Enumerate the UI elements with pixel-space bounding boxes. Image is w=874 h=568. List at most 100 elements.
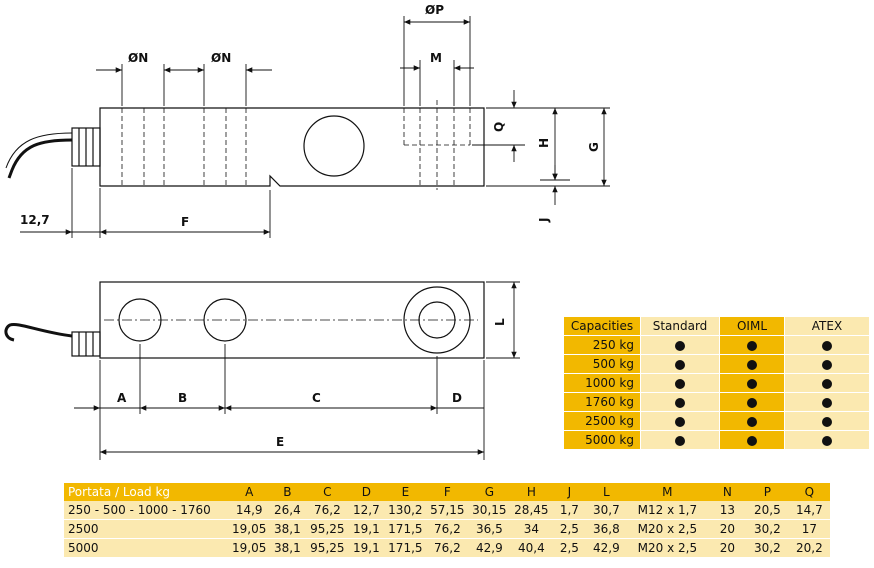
oiml-cell xyxy=(719,411,785,431)
dimension-cell: 38,1 xyxy=(268,538,307,557)
dimension-cell: 12,7 xyxy=(348,501,385,520)
label-d: D xyxy=(452,391,462,405)
dimension-cell: 26,4 xyxy=(268,501,307,520)
dimension-cell: M20 x 2,5 xyxy=(626,519,709,539)
load-cell: 5000 xyxy=(64,538,230,557)
dimension-cell: 171,5 xyxy=(384,519,427,539)
dimension-cell: 30,2 xyxy=(746,519,789,539)
oiml-cell xyxy=(719,335,785,355)
dimensions-header-cell: C xyxy=(306,483,349,501)
dimension-cell: 2,5 xyxy=(552,519,587,539)
standard-cell xyxy=(640,373,720,393)
table-row: 500 kg xyxy=(563,354,870,374)
filled-circle-icon xyxy=(822,435,832,446)
oiml-cell xyxy=(719,392,785,412)
label-m: M xyxy=(430,51,442,65)
cable-side xyxy=(7,138,73,179)
dimension-cell: 14,7 xyxy=(788,501,831,520)
capacities-header-atex: ATEX xyxy=(784,316,870,336)
capacity-label: 1760 kg xyxy=(563,392,641,412)
oiml-cell xyxy=(719,354,785,374)
label-h: H xyxy=(537,138,551,148)
dimensions-header-cell: L xyxy=(586,483,627,501)
dimension-cell: 36,5 xyxy=(468,519,511,539)
dimensions-header-cell: F xyxy=(426,483,469,501)
dimension-cell: 42,9 xyxy=(468,538,511,557)
capacity-label: 5000 kg xyxy=(563,430,641,450)
load-cell-drawing: ØP M ØN ØN Q H G J F 12,7 L A B C D E xyxy=(4,3,610,460)
load-hole-side xyxy=(303,115,365,177)
filled-circle-icon xyxy=(675,416,685,427)
dimensions-header-cell: D xyxy=(348,483,385,501)
label-phi-n-1: ØN xyxy=(128,51,148,65)
dimension-cell: 28,45 xyxy=(510,501,553,520)
dimensions-header-cell: H xyxy=(510,483,553,501)
label-f: F xyxy=(181,215,189,229)
dimension-cell: 13 xyxy=(708,501,747,520)
capacity-label: 500 kg xyxy=(563,354,641,374)
dimensions-header-cell: E xyxy=(384,483,427,501)
dimension-cell: 76,2 xyxy=(306,501,349,520)
dimension-cell: 40,4 xyxy=(510,538,553,557)
atex-cell xyxy=(784,392,870,412)
cable-top xyxy=(4,322,73,342)
dimension-cell: 20,5 xyxy=(746,501,789,520)
capacities-header-standard: Standard xyxy=(640,316,720,336)
dimension-cell: 171,5 xyxy=(384,538,427,557)
dimension-cell: 130,2 xyxy=(384,501,427,520)
capacities-header-oiml: OIML xyxy=(719,316,785,336)
dimension-cell: 57,15 xyxy=(426,501,469,520)
load-cell-body-top xyxy=(99,281,485,359)
top-view xyxy=(4,281,485,359)
filled-circle-icon xyxy=(822,416,832,427)
standard-cell xyxy=(640,335,720,355)
capacity-label: 250 kg xyxy=(563,335,641,355)
table-row: 1760 kg xyxy=(563,392,870,412)
dimensions-header-cell: B xyxy=(268,483,307,501)
filled-circle-icon xyxy=(675,378,685,389)
capacities-table: Capacities Standard OIML ATEX 250 kg 500… xyxy=(563,316,870,450)
standard-cell xyxy=(640,354,720,374)
label-phi-n-2: ØN xyxy=(211,51,231,65)
atex-cell xyxy=(784,354,870,374)
dimension-cell: 30,15 xyxy=(468,501,511,520)
atex-cell xyxy=(784,411,870,431)
filled-circle-icon xyxy=(822,359,832,370)
dimension-cell: 95,25 xyxy=(306,538,349,557)
side-view xyxy=(5,100,485,190)
dimension-cell: 17 xyxy=(788,519,831,539)
filled-circle-icon xyxy=(675,340,685,351)
capacities-header: Capacities Standard OIML ATEX xyxy=(563,316,870,336)
dimension-cell: 19,05 xyxy=(230,538,269,557)
dimension-cell: 2,5 xyxy=(552,538,587,557)
dimension-cell: 20 xyxy=(708,519,747,539)
dimension-cell: 20,2 xyxy=(788,538,831,557)
dimensions-header-cell: Q xyxy=(788,483,831,501)
filled-circle-icon xyxy=(822,397,832,408)
side-dimensions xyxy=(20,16,610,238)
dimensions-header-cell: J xyxy=(552,483,587,501)
dimensions-header: Portata / Load kg A B C D E F G H J L M … xyxy=(64,483,831,501)
filled-circle-icon xyxy=(747,416,757,427)
filled-circle-icon xyxy=(747,397,757,408)
dimension-cell: 30,2 xyxy=(746,538,789,557)
dimensions-header-cell: A xyxy=(230,483,269,501)
dimension-cell: 14,9 xyxy=(230,501,269,520)
dimension-cell: M20 x 2,5 xyxy=(626,538,709,557)
dimension-cell: 42,9 xyxy=(586,538,627,557)
dimensions-table: Portata / Load kg A B C D E F G H J L M … xyxy=(64,483,831,557)
dimensions-header-load: Portata / Load kg xyxy=(64,483,230,501)
dimension-cell: 19,1 xyxy=(348,538,385,557)
dimensions-header-cell: P xyxy=(746,483,789,501)
standard-cell xyxy=(640,411,720,431)
standard-cell xyxy=(640,430,720,450)
table-row: 5000 19,05 38,1 95,25 19,1 171,5 76,2 42… xyxy=(64,538,831,557)
dimension-cell: 19,1 xyxy=(348,519,385,539)
filled-circle-icon xyxy=(675,435,685,446)
label-j: J xyxy=(537,218,551,223)
standard-cell xyxy=(640,392,720,412)
oiml-cell xyxy=(719,430,785,450)
filled-circle-icon xyxy=(747,340,757,351)
atex-cell xyxy=(784,335,870,355)
dimension-cell: 95,25 xyxy=(306,519,349,539)
